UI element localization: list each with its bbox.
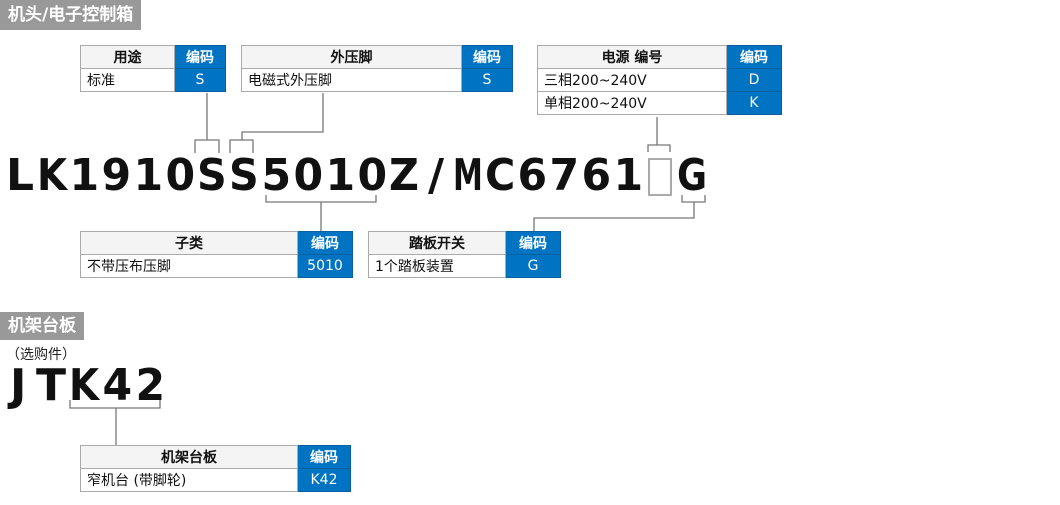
code-char: S [228, 150, 259, 201]
code-char: J [10, 360, 27, 411]
code-char-cell: M [452, 154, 484, 198]
code-char-cell: 4 [101, 364, 133, 408]
code-char: M [452, 150, 483, 201]
row-label: 三相200~240V [537, 68, 727, 92]
section-title-stand: 机架台板 [0, 312, 84, 340]
code-char-cell: C [484, 154, 516, 198]
code-char-cell: / [420, 154, 452, 198]
code-char-cell: S [196, 154, 228, 198]
row-label: 单相200~240V [537, 91, 727, 115]
code-char: 5 [260, 150, 291, 201]
code-char-cell: 1 [132, 154, 164, 198]
row-label: 窄机台 (带脚轮) [80, 468, 298, 492]
code-char-cell: K [68, 364, 100, 408]
code-char-cell: 6 [580, 154, 612, 198]
code-char: 1 [68, 150, 99, 201]
code-char: 4 [101, 360, 132, 411]
code-char-cell: T [35, 364, 67, 408]
header-power: 电源 编号 [537, 45, 727, 69]
code-char-cell: 7 [548, 154, 580, 198]
code-char: 7 [548, 150, 579, 201]
row-code: S [174, 68, 226, 92]
row-code: D [726, 68, 782, 92]
header-stand: 机架台板 [80, 445, 298, 469]
row-code: K [726, 91, 782, 115]
code-char: 9 [100, 150, 131, 201]
code-char-cell: 5 [260, 154, 292, 198]
section-title-head: 机头/电子控制箱 [0, 0, 142, 30]
row-label: 标准 [80, 68, 175, 92]
row-code: S [461, 68, 513, 92]
code-char: K [69, 360, 100, 411]
row-code: G [505, 254, 561, 278]
code-char-cell: 0 [292, 154, 324, 198]
code-char-cell: L [4, 154, 36, 198]
header-pedal: 踏板开关 [368, 231, 506, 255]
header-code: 编码 [726, 45, 782, 69]
code-char-cell: G [676, 154, 708, 198]
code-char-cell: 1 [612, 154, 644, 198]
row-code: 5010 [297, 254, 353, 278]
code-char-cell: 9 [100, 154, 132, 198]
code-char: 0 [292, 150, 323, 201]
code-char: 1 [132, 150, 163, 201]
code-char-cell: Z [388, 154, 420, 198]
header-code: 编码 [297, 445, 351, 469]
code-char-cell: 1 [324, 154, 356, 198]
code-char: T [36, 360, 67, 411]
header-code: 编码 [174, 45, 226, 69]
code-char-cell: 1 [68, 154, 100, 198]
header-code: 编码 [505, 231, 561, 255]
code-char: 1 [612, 150, 643, 201]
code-char: S [196, 150, 227, 201]
row-label: 不带压布压脚 [80, 254, 298, 278]
code-char-cell: 6 [516, 154, 548, 198]
code-char: 0 [356, 150, 387, 201]
code-char-cell: 0 [356, 154, 388, 198]
header-usage: 用途 [80, 45, 175, 69]
table-stand: 机架台板编码 窄机台 (带脚轮)K42 [80, 445, 351, 492]
code-char: C [485, 150, 516, 201]
code-char: 1 [324, 150, 355, 201]
code-char: Z [388, 150, 419, 201]
optional-note: （选购件） [6, 347, 76, 363]
header-code: 编码 [297, 231, 353, 255]
placeholder-box [648, 158, 672, 196]
row-label: 电磁式外压脚 [241, 68, 462, 92]
row-code: K42 [297, 468, 351, 492]
header-subclass: 子类 [80, 231, 298, 255]
code-char-cell: J [2, 364, 34, 408]
code-char-cell: S [228, 154, 260, 198]
code-char: L [6, 150, 35, 201]
code-char: 0 [164, 150, 195, 201]
code-char-cell: K [36, 154, 68, 198]
code-char-cell: 0 [164, 154, 196, 198]
code-char: / [428, 150, 445, 201]
code-char: K [37, 150, 68, 201]
row-label: 1个踏板装置 [368, 254, 506, 278]
code-char: 6 [580, 150, 611, 201]
header-code: 编码 [461, 45, 513, 69]
code-char: 6 [516, 150, 547, 201]
code-char: 2 [134, 360, 165, 411]
code-char: G [677, 150, 708, 201]
header-presser: 外压脚 [241, 45, 462, 69]
code-char-cell: 2 [134, 364, 166, 408]
